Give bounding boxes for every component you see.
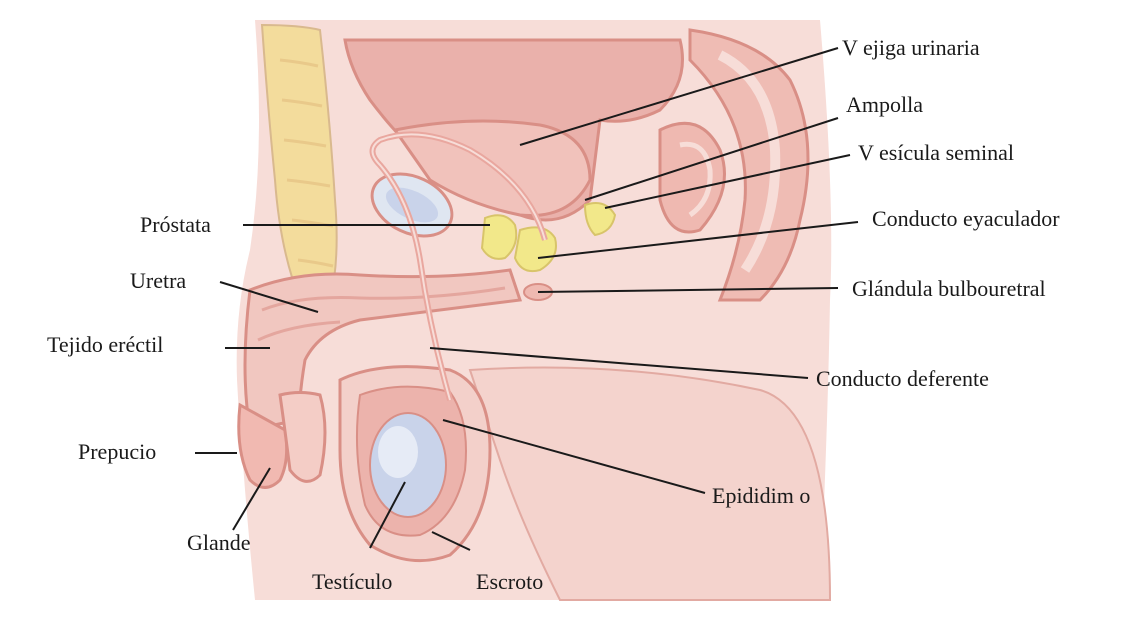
label-prostata: Próstata (140, 214, 211, 236)
label-escroto: Escroto (476, 571, 543, 593)
label-ampolla: Ampolla (846, 94, 923, 116)
label-prepucio: Prepucio (78, 441, 156, 463)
label-glandula-bulbouretral: Glándula bulbouretral (852, 278, 1046, 300)
label-conducto-deferente: Conducto deferente (816, 368, 989, 390)
scrotum (340, 367, 490, 561)
label-tejido-erectil: Tejido eréctil (47, 334, 163, 356)
label-conducto-eyaculador: Conducto eyaculador (872, 208, 1060, 230)
label-vesicula-seminal: V esícula seminal (858, 142, 1014, 164)
label-epididimo: Epididim o (712, 485, 810, 507)
label-vejiga-urinaria: V ejiga urinaria (842, 37, 980, 59)
label-testiculo: Testículo (312, 571, 392, 593)
label-glande: Glande (187, 532, 251, 554)
label-uretra: Uretra (130, 270, 186, 292)
